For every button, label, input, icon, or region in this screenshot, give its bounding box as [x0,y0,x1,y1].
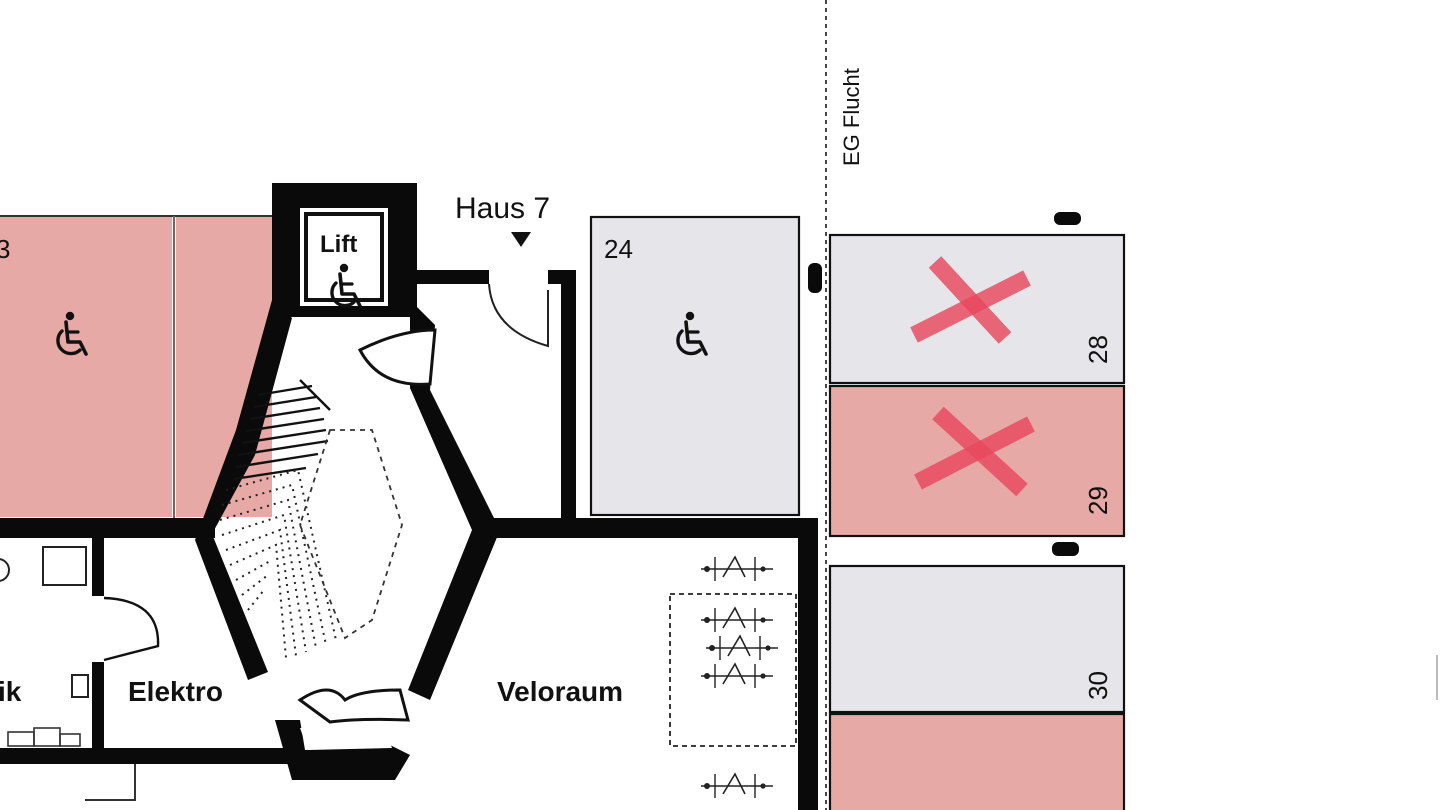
spot-24-number: 24 [604,234,633,264]
stair-bottom-wall [275,720,410,780]
entry-door-swing [488,283,549,348]
elektro-label: Elektro [128,676,223,707]
staircase [233,379,331,481]
spot-29-number: 29 [1083,486,1113,515]
bicycle-icon [700,773,774,799]
parking-spot-24 [589,215,801,517]
bicycle-icon [700,607,774,633]
unavailable-cross-icon [914,406,1035,497]
parking-spot-31 [828,712,1126,810]
unavailable-cross-icon [910,256,1031,344]
bicycle-icon [700,556,774,582]
parking-spot-left [0,217,172,517]
left-spot-number: 3 [0,234,10,264]
main-wall [0,518,215,538]
stair-core-wall [195,300,292,680]
bike-rack-zone [669,593,797,747]
lift-label: Lift [320,231,357,258]
house-label: Haus 7 [455,192,550,225]
spot-30-number: 30 [1083,671,1113,700]
parking-spot-30 [828,564,1126,714]
door-arrow-icon [511,232,531,247]
bicycle-icon [700,663,774,689]
bicycle-icon [705,635,779,661]
veloraum-label: Veloraum [497,676,623,707]
lift-cabin [304,212,384,302]
spot-28-number: 28 [1083,335,1113,364]
technik-label: ik [0,676,22,707]
eg-flucht-label: EG Flucht [839,68,864,166]
veloraum-east-wall [798,518,818,810]
